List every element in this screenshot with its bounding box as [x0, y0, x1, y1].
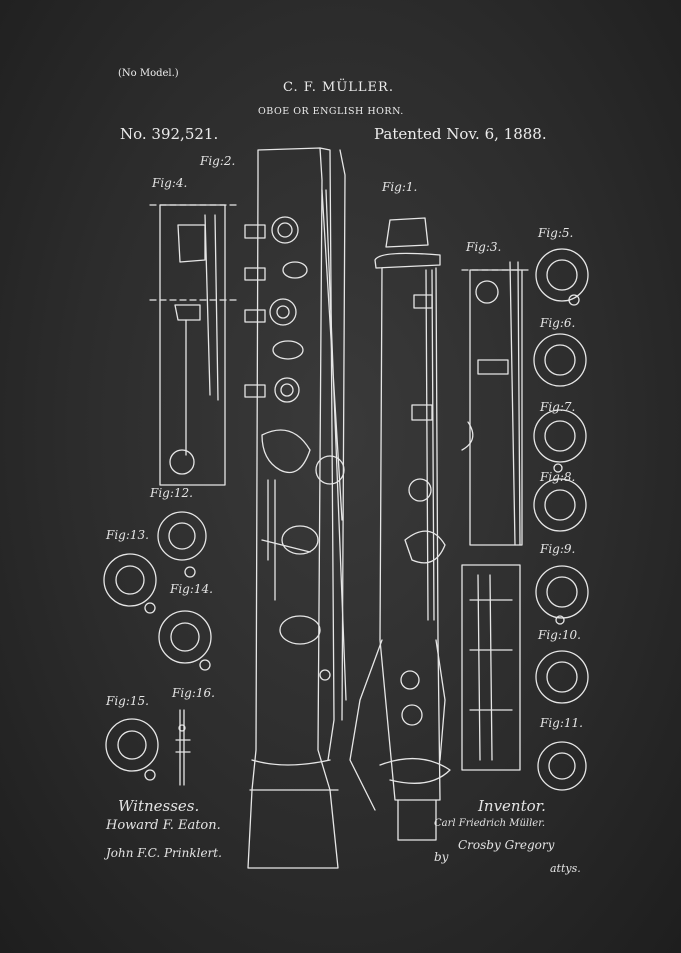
- fig-16-label: Fig:16.: [172, 686, 215, 700]
- witnesses-label: Witnesses.: [118, 797, 200, 815]
- attorney-by: by: [434, 850, 449, 864]
- inventor-signature: Carl Friedrich Müller.: [434, 818, 546, 829]
- inventor-name: C. F. MÜLLER.: [283, 80, 394, 95]
- fig-5-label: Fig:5.: [538, 226, 574, 240]
- fig-13-label: Fig:13.: [106, 528, 149, 542]
- inventor-label: Inventor.: [478, 797, 546, 815]
- fig-15-label: Fig:15.: [106, 694, 149, 708]
- no-model-note: (No Model.): [118, 68, 179, 79]
- fig-2-oboe-body: [245, 148, 346, 868]
- fig-3-label: Fig:3.: [466, 240, 502, 254]
- invention-title: OBOE OR ENGLISH HORN.: [258, 106, 404, 117]
- attorney-signature: Crosby Gregory: [458, 838, 555, 852]
- fig-15-16-drawing: [106, 710, 190, 785]
- key-ring-figures: [534, 249, 588, 790]
- fig-10-label: Fig:10.: [538, 628, 581, 642]
- witness-signature-1: Howard F. Eaton.: [106, 818, 221, 833]
- fig-1-oboe: [350, 218, 473, 840]
- fig-11-label: Fig:11.: [540, 716, 583, 730]
- fig-8-label: Fig:8.: [540, 470, 576, 484]
- fig-14-label: Fig:14.: [170, 582, 213, 596]
- fig-9-label: Fig:9.: [540, 542, 576, 556]
- fig-1-label: Fig:1.: [382, 180, 418, 194]
- fig-6-label: Fig:6.: [540, 316, 576, 330]
- fig-3-drawing: [462, 262, 530, 770]
- patent-number: No. 392,521.: [120, 125, 219, 143]
- attorney-suffix: attys.: [550, 862, 581, 875]
- fig-4-drawing: [150, 205, 240, 485]
- fig-12-14-rings: [104, 512, 211, 670]
- fig-12-label: Fig:12.: [150, 486, 193, 500]
- fig-4-label: Fig:4.: [152, 176, 188, 190]
- patent-date: Patented Nov. 6, 1888.: [374, 125, 547, 143]
- witness-signature-2: John F.C. Prinklert.: [106, 846, 222, 860]
- fig-2-label: Fig:2.: [200, 154, 236, 168]
